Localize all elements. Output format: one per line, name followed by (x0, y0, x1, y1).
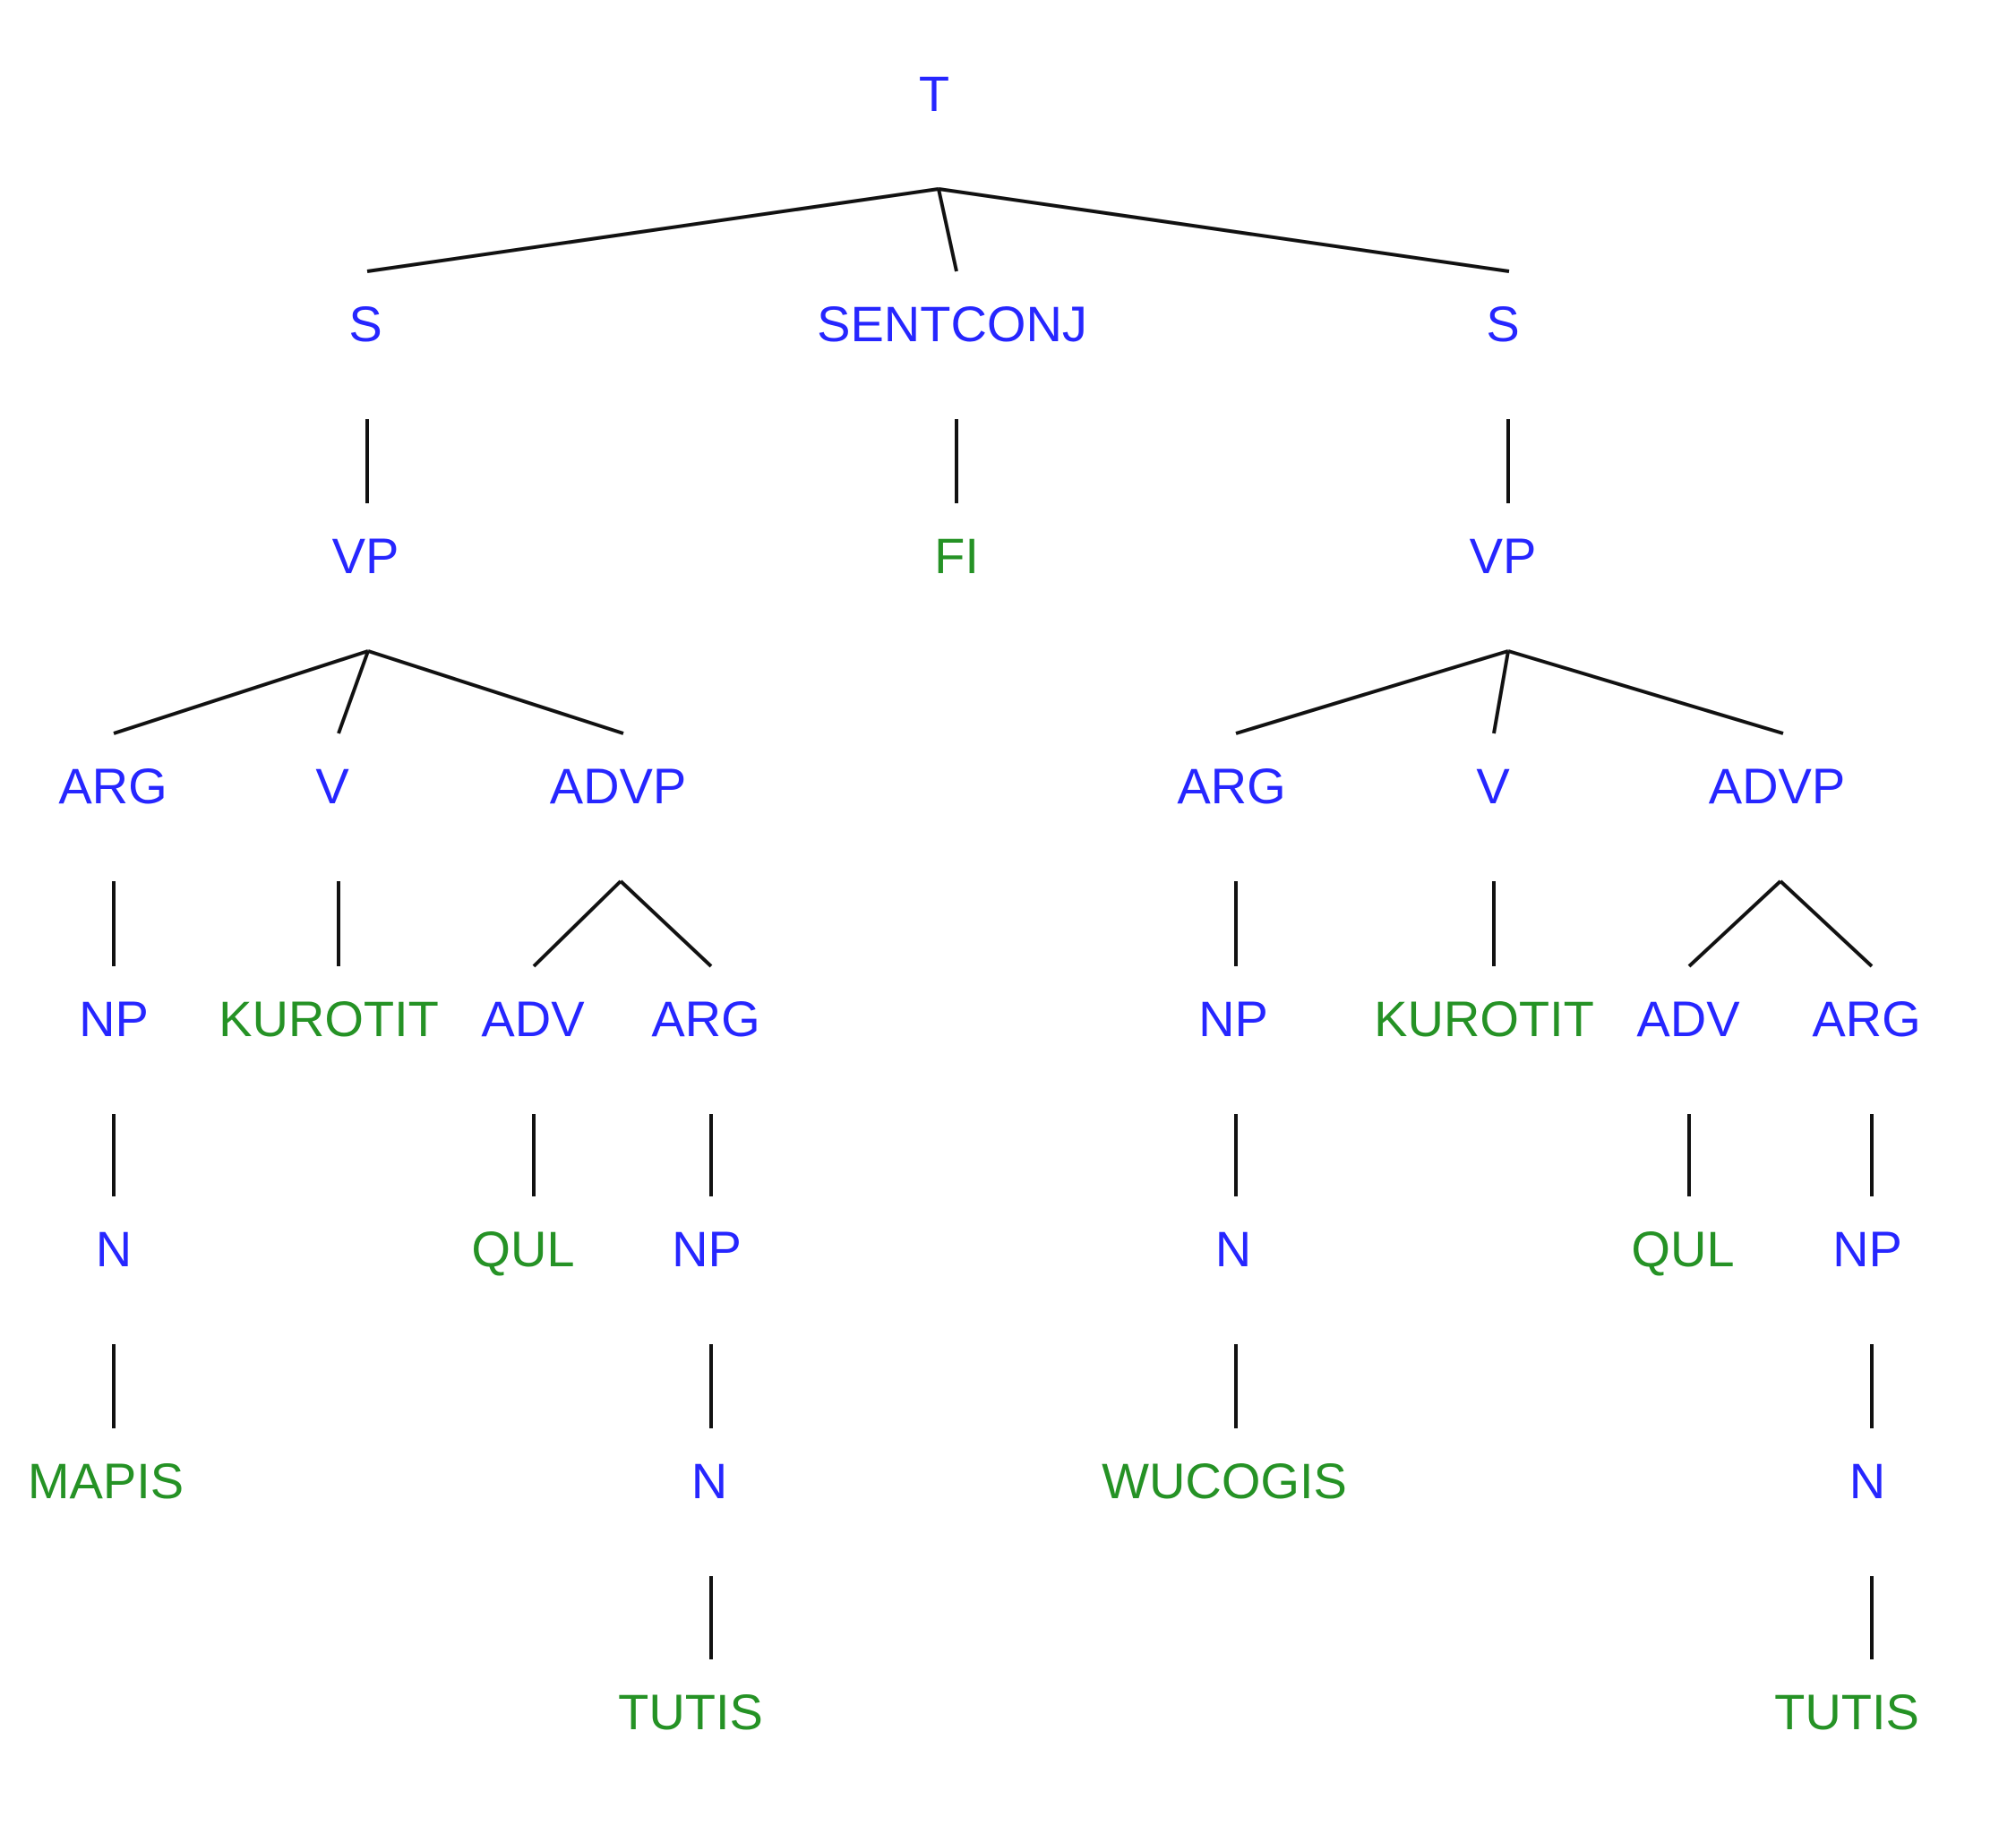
node-s-right: S (1486, 296, 1519, 352)
edge (366, 187, 939, 273)
edge (367, 649, 624, 735)
node-adv: ADV (1636, 990, 1740, 1047)
tree-edges (112, 187, 1874, 1659)
edge (1492, 650, 1510, 734)
leaf-kurotit: KUROTIT (1374, 990, 1594, 1047)
leaf-fi: FI (934, 527, 979, 584)
leaf-mapis: MAPIS (28, 1453, 184, 1509)
edge (532, 879, 622, 968)
edge (337, 650, 370, 734)
edge (619, 879, 713, 968)
tree-nodes: T S SENTCONJ S VP FI VP ARG V ADVP ARG V… (28, 65, 1921, 1740)
node-t: T (919, 65, 949, 122)
leaf-tutis: TUTIS (1774, 1684, 1919, 1740)
edge (937, 188, 958, 272)
node-vp-left: VP (332, 527, 399, 584)
leaf-qul: QUL (471, 1221, 574, 1277)
leaf-kurotit: KUROTIT (219, 990, 439, 1047)
node-np: NP (1198, 990, 1268, 1047)
edge (1779, 879, 1874, 968)
node-advp: ADVP (550, 758, 687, 814)
node-arg: ARG (651, 990, 759, 1047)
edge (1687, 879, 1782, 968)
node-n: N (691, 1453, 727, 1509)
leaf-wucogis: WUCOGIS (1102, 1453, 1347, 1509)
node-n: N (96, 1221, 132, 1277)
node-np: NP (1832, 1221, 1902, 1277)
node-s-left: S (348, 296, 382, 352)
edge (1235, 649, 1509, 735)
leaf-tutis: TUTIS (618, 1684, 763, 1740)
node-arg: ARG (58, 758, 167, 814)
node-n: N (1849, 1453, 1885, 1509)
node-vp-right: VP (1470, 527, 1537, 584)
node-v: V (1476, 758, 1510, 814)
node-v: V (315, 758, 349, 814)
node-n: N (1215, 1221, 1251, 1277)
node-arg: ARG (1812, 990, 1920, 1047)
node-np: NP (672, 1221, 742, 1277)
leaf-qul: QUL (1631, 1221, 1734, 1277)
node-adv: ADV (481, 990, 585, 1047)
edge (1507, 649, 1784, 735)
edge (113, 649, 369, 735)
node-sentconj: SENTCONJ (817, 296, 1087, 352)
edge (938, 187, 1510, 273)
node-arg: ARG (1177, 758, 1285, 814)
node-advp: ADVP (1709, 758, 1846, 814)
node-np: NP (79, 990, 149, 1047)
